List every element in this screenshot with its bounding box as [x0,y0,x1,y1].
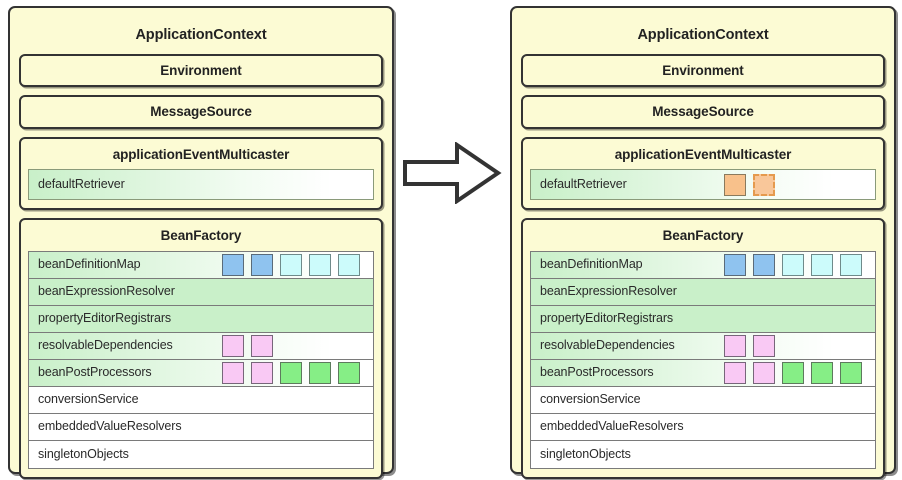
row-label: defaultRetriever [38,177,125,192]
token-square-green-tok [840,361,862,384]
application-context-panel-before: ApplicationContext Environment MessageSo… [8,6,394,479]
row-label: resolvableDependencies [38,338,173,353]
token-square-pink [222,361,244,384]
application-event-multicaster-box-after: applicationEventMulticaster defaultRetri… [521,136,885,210]
token-group [222,333,273,359]
application-event-multicaster-box-before: applicationEventMulticaster defaultRetri… [19,136,383,210]
token-square-cyan [338,253,360,276]
token-square-cyan [280,253,302,276]
table-row: resolvableDependencies [29,332,373,360]
row-label: singletonObjects [38,446,129,461]
row-label: propertyEditorRegistrars [38,311,172,326]
row-label: beanDefinitionMap [38,257,141,272]
row-label: embeddedValueResolvers [540,419,684,434]
token-square-pink [753,334,775,357]
token-square-pink [251,334,273,357]
token-group [724,170,775,199]
row-label: conversionService [540,392,641,407]
transition-arrow [402,142,502,204]
token-square-orange-dashed [753,173,775,196]
token-square-cyan [782,253,804,276]
token-group [724,333,775,359]
bean-factory-row-list-before: beanDefinitionMap beanExpressionResolver p… [28,250,374,469]
table-row: beanPostProcessors [531,359,875,387]
row-label: embeddedValueResolvers [38,419,182,434]
token-square-green-tok [309,361,331,384]
token-square-green-tok [338,361,360,384]
message-source-box-after: MessageSource [521,95,885,129]
token-group [222,360,360,386]
table-row: singletonObjects [531,440,875,468]
token-square-blue [251,253,273,276]
row-label: beanDefinitionMap [540,257,643,272]
table-row: embeddedValueResolvers [29,413,373,441]
multicaster-row-list-after: defaultRetriever [530,169,876,200]
token-square-pink [222,334,244,357]
table-row: resolvableDependencies [531,332,875,360]
token-square-green-tok [280,361,302,384]
environment-label-before: Environment [160,62,242,78]
token-square-pink [724,361,746,384]
bean-factory-label-before: BeanFactory [160,228,242,243]
bean-factory-row-list-after: beanDefinitionMap beanExpressionResolver p… [530,250,876,469]
table-row: conversionService [29,386,373,414]
token-square-blue [724,253,746,276]
token-square-orange [724,173,746,196]
token-group [724,360,862,386]
table-row: singletonObjects [29,440,373,468]
table-row: beanDefinitionMap [531,251,875,279]
message-source-box-before: MessageSource [19,95,383,129]
application-context-panel-after: ApplicationContext Environment MessageSo… [510,6,896,479]
token-group [724,252,862,278]
environment-box-after: Environment [521,53,885,87]
message-source-label-after: MessageSource [652,104,754,119]
bean-factory-box-before: BeanFactory beanDefinitionMap beanExpress… [19,218,383,479]
token-square-cyan [840,253,862,276]
bean-factory-box-after: BeanFactory beanDefinitionMap beanExpress… [521,218,885,479]
table-row: propertyEditorRegistrars [29,305,373,333]
token-square-pink [753,361,775,384]
table-row: beanExpressionResolver [531,278,875,306]
token-square-green-tok [782,361,804,384]
row-label: beanExpressionResolver [38,284,175,299]
page-title-before: ApplicationContext [135,27,267,43]
token-square-pink [251,361,273,384]
bean-factory-label-after: BeanFactory [662,228,744,243]
row-label: singletonObjects [540,446,631,461]
environment-box-before: Environment [19,53,383,87]
table-row: propertyEditorRegistrars [531,305,875,333]
token-square-cyan [309,253,331,276]
token-group [222,252,360,278]
token-square-blue [753,253,775,276]
table-row: beanPostProcessors [29,359,373,387]
token-square-cyan [811,253,833,276]
table-row: defaultRetriever [29,170,373,199]
row-label: beanExpressionResolver [540,284,677,299]
environment-label-after: Environment [662,62,744,78]
token-square-green-tok [811,361,833,384]
row-label: beanPostProcessors [38,365,152,380]
right-arrow-icon [403,142,502,204]
table-row: beanDefinitionMap [29,251,373,279]
multicaster-row-list-before: defaultRetriever [28,169,374,200]
table-row: beanExpressionResolver [29,278,373,306]
token-square-pink [724,334,746,357]
row-label: propertyEditorRegistrars [540,311,674,326]
multicaster-label-after: applicationEventMulticaster [614,146,792,162]
row-label: defaultRetriever [540,177,627,192]
message-source-label-before: MessageSource [150,104,252,119]
page-title-after: ApplicationContext [637,27,769,43]
row-label: beanPostProcessors [540,365,654,380]
row-label: resolvableDependencies [540,338,675,353]
multicaster-label-before: applicationEventMulticaster [112,146,290,162]
row-label: conversionService [38,392,139,407]
table-row: conversionService [531,386,875,414]
token-square-blue [222,253,244,276]
table-row: defaultRetriever [531,170,875,199]
table-row: embeddedValueResolvers [531,413,875,441]
